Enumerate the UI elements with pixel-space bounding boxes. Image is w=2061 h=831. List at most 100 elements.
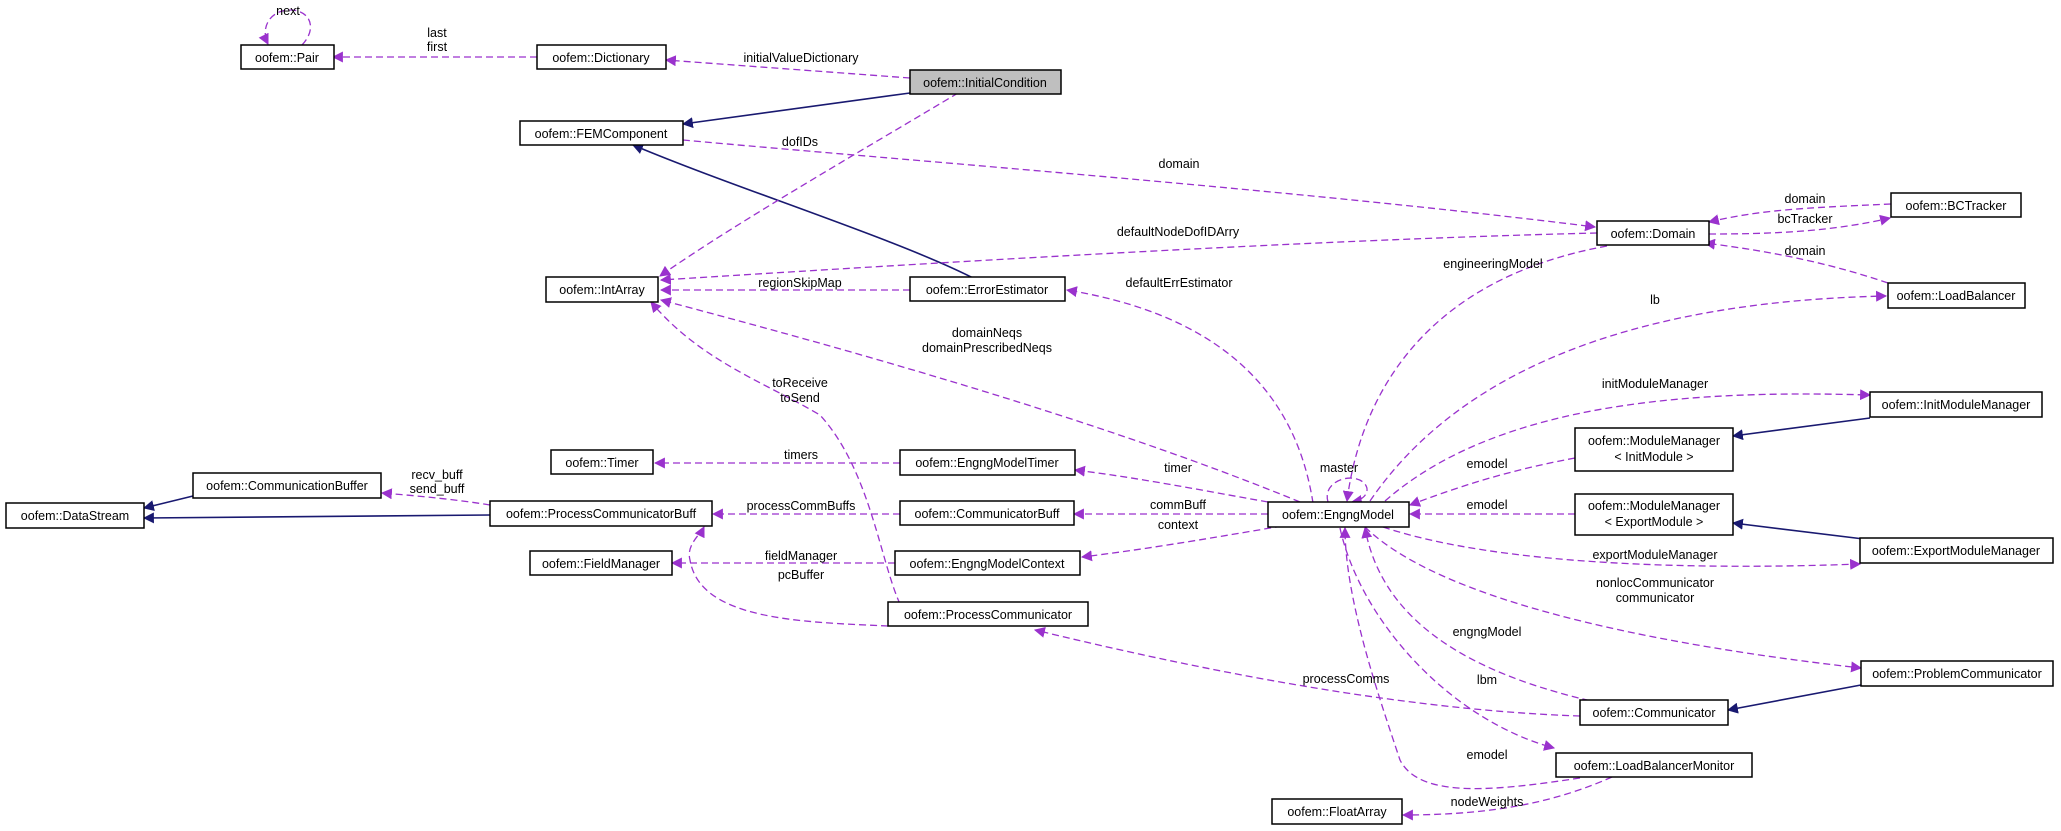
node-field-manager[interactable]: oofem::FieldManager xyxy=(529,550,673,576)
edge-inherit-initmodulemanager-modulemanager xyxy=(1731,417,1871,441)
label-engng-model: engngModel xyxy=(1453,625,1522,639)
label-lbm: lbm xyxy=(1477,673,1497,687)
node-domain-label: oofem::Domain xyxy=(1611,227,1696,241)
edge-labels: next last first initialValueDictionary d… xyxy=(276,4,1832,809)
node-float-array-label: oofem::FloatArray xyxy=(1287,805,1387,819)
edge-domain-engngmodel xyxy=(1342,245,1608,503)
node-communication-buffer[interactable]: oofem::CommunicationBuffer xyxy=(192,472,382,499)
node-engng-model-timer[interactable]: oofem::EngngModelTimer xyxy=(899,449,1076,476)
node-engng-model-context-label: oofem::EngngModelContext xyxy=(910,557,1065,571)
label-bc-tracker: bcTracker xyxy=(1777,212,1832,226)
node-data-stream[interactable]: oofem::DataStream xyxy=(5,502,145,529)
label-recv-buff: recv_buff xyxy=(411,468,463,482)
node-process-communicator[interactable]: oofem::ProcessCommunicator xyxy=(887,601,1089,627)
node-engng-model-label: oofem::EngngModel xyxy=(1282,508,1394,522)
node-engng-model-context[interactable]: oofem::EngngModelContext xyxy=(894,550,1081,576)
edge-loadbalancer-domain xyxy=(1703,238,1889,284)
node-init-module-manager[interactable]: oofem::InitModuleManager xyxy=(1869,391,2043,418)
label-send-buff: send_buff xyxy=(410,482,465,496)
node-error-estimator[interactable]: oofem::ErrorEstimator xyxy=(909,276,1066,302)
edge-femcomponent-domain xyxy=(682,139,1597,232)
node-data-stream-label: oofem::DataStream xyxy=(21,509,129,523)
label-init-module-manager: initModuleManager xyxy=(1602,377,1708,391)
edge-engngmodel-self-master xyxy=(1326,477,1368,506)
label-field-manager: fieldManager xyxy=(765,549,837,563)
node-problem-communicator[interactable]: oofem::ProblemCommunicator xyxy=(1860,660,2054,687)
node-process-communicator-buff[interactable]: oofem::ProcessCommunicatorBuff xyxy=(489,500,713,527)
edge-engngmodel-loadbalancermonitor xyxy=(1339,527,1556,751)
edge-inherit-initialcondition-femcomponent xyxy=(681,92,911,129)
node-fem-component-label: oofem::FEMComponent xyxy=(535,127,668,141)
node-process-communicator-label: oofem::ProcessCommunicator xyxy=(904,608,1072,622)
node-timer[interactable]: oofem::Timer xyxy=(550,449,654,475)
edge-domain-intarray xyxy=(659,232,1598,285)
label-export-module-manager: exportModuleManager xyxy=(1592,548,1717,562)
node-initial-condition[interactable]: oofem::InitialCondition xyxy=(909,69,1062,95)
edge-engngmodel-exportmodulemanager xyxy=(1382,526,1862,570)
node-load-balancer-monitor[interactable]: oofem::LoadBalancerMonitor xyxy=(1555,752,1753,778)
label-dof-ids: dofIDs xyxy=(782,135,818,149)
node-communicator-buff-label: oofem::CommunicatorBuff xyxy=(915,507,1060,521)
node-communication-buffer-label: oofem::CommunicationBuffer xyxy=(206,479,368,493)
node-engng-model-timer-label: oofem::EngngModelTimer xyxy=(915,456,1058,470)
node-initial-condition-label: oofem::InitialCondition xyxy=(923,76,1047,90)
node-communicator-buff[interactable]: oofem::CommunicatorBuff xyxy=(899,500,1075,526)
label-domain-lb: domain xyxy=(1785,244,1826,258)
label-initial-value-dictionary: initialValueDictionary xyxy=(743,51,859,65)
node-bc-tracker[interactable]: oofem::BCTracker xyxy=(1890,192,2022,218)
edge-inherit-errorestimator-femcomponent xyxy=(631,143,978,281)
label-communicator: communicator xyxy=(1616,591,1695,605)
node-problem-communicator-label: oofem::ProblemCommunicator xyxy=(1872,667,2042,681)
node-communicator[interactable]: oofem::Communicator xyxy=(1579,699,1729,726)
label-master: master xyxy=(1320,461,1358,475)
node-engng-model[interactable]: oofem::EngngModel xyxy=(1267,501,1410,528)
node-load-balancer[interactable]: oofem::LoadBalancer xyxy=(1887,282,2026,309)
edge-modulemanager-init-engngmodel xyxy=(1408,457,1576,507)
edge-engngmodel-loadbalancer xyxy=(1369,290,1888,502)
edge-engngmodel-engngmodeltimer xyxy=(1073,465,1269,503)
edge-inherit-exportmodulemanager-modulemanager xyxy=(1731,518,1881,542)
node-process-communicator-buff-label: oofem::ProcessCommunicatorBuff xyxy=(506,507,697,521)
label-domain-prescribed-neqs: domainPrescribedNeqs xyxy=(922,341,1052,355)
node-export-module-manager[interactable]: oofem::ExportModuleManager xyxy=(1859,537,2054,564)
label-node-weights: nodeWeights xyxy=(1451,795,1524,809)
label-domain-neqs: domainNeqs xyxy=(952,326,1022,340)
node-load-balancer-label: oofem::LoadBalancer xyxy=(1897,289,2016,303)
node-pair[interactable]: oofem::Pair xyxy=(240,44,335,70)
edge-processcommunicator-intarray xyxy=(650,301,901,605)
label-comm-buff: commBuff xyxy=(1150,498,1207,512)
node-dictionary[interactable]: oofem::Dictionary xyxy=(536,44,667,70)
label-timer: timer xyxy=(1164,461,1192,475)
node-module-manager-init[interactable]: oofem::ModuleManager < InitModule > xyxy=(1574,427,1734,472)
edge-inherit-processcommunicatorbuff-datastream xyxy=(142,512,491,524)
node-float-array[interactable]: oofem::FloatArray xyxy=(1271,798,1403,825)
node-domain[interactable]: oofem::Domain xyxy=(1596,220,1710,246)
node-int-array[interactable]: oofem::IntArray xyxy=(545,276,659,303)
edge-engngmodel-engngmodelcontext xyxy=(1080,525,1283,562)
node-pair-label: oofem::Pair xyxy=(255,51,319,65)
node-init-module-manager-label: oofem::InitModuleManager xyxy=(1882,398,2031,412)
edges xyxy=(142,9,1892,821)
node-fem-component[interactable]: oofem::FEMComponent xyxy=(519,120,684,146)
edge-loadbalancermonitor-floatarray xyxy=(1401,776,1613,821)
label-context: context xyxy=(1158,518,1199,532)
edge-pair-next xyxy=(258,9,312,46)
node-module-manager-init-label-2: < InitModule > xyxy=(1614,450,1693,464)
edge-communicator-processcommunicator xyxy=(1033,626,1581,717)
node-module-manager-export-label-2: < ExportModule > xyxy=(1605,515,1704,529)
node-export-module-manager-label: oofem::ExportModuleManager xyxy=(1872,544,2040,558)
label-next: next xyxy=(276,4,300,18)
edge-domain-bctracker xyxy=(1708,214,1892,235)
edge-processcommunicator-processcommunicatorbuff xyxy=(688,526,889,627)
label-emodel-init: emodel xyxy=(1467,457,1508,471)
label-process-comm-buffs: processCommBuffs xyxy=(747,499,856,513)
edge-inherit-communicationbuffer-datastream xyxy=(142,495,194,511)
node-bc-tracker-label: oofem::BCTracker xyxy=(1906,199,2007,213)
node-module-manager-export-label-1: oofem::ModuleManager xyxy=(1588,499,1720,513)
edge-engngmodel-initmodulemanager xyxy=(1384,389,1872,502)
node-module-manager-export[interactable]: oofem::ModuleManager < ExportModule > xyxy=(1574,493,1734,536)
node-module-manager-init-label-1: oofem::ModuleManager xyxy=(1588,434,1720,448)
node-int-array-label: oofem::IntArray xyxy=(559,283,645,297)
label-to-receive: toReceive xyxy=(772,376,828,390)
label-to-send: toSend xyxy=(780,391,820,405)
